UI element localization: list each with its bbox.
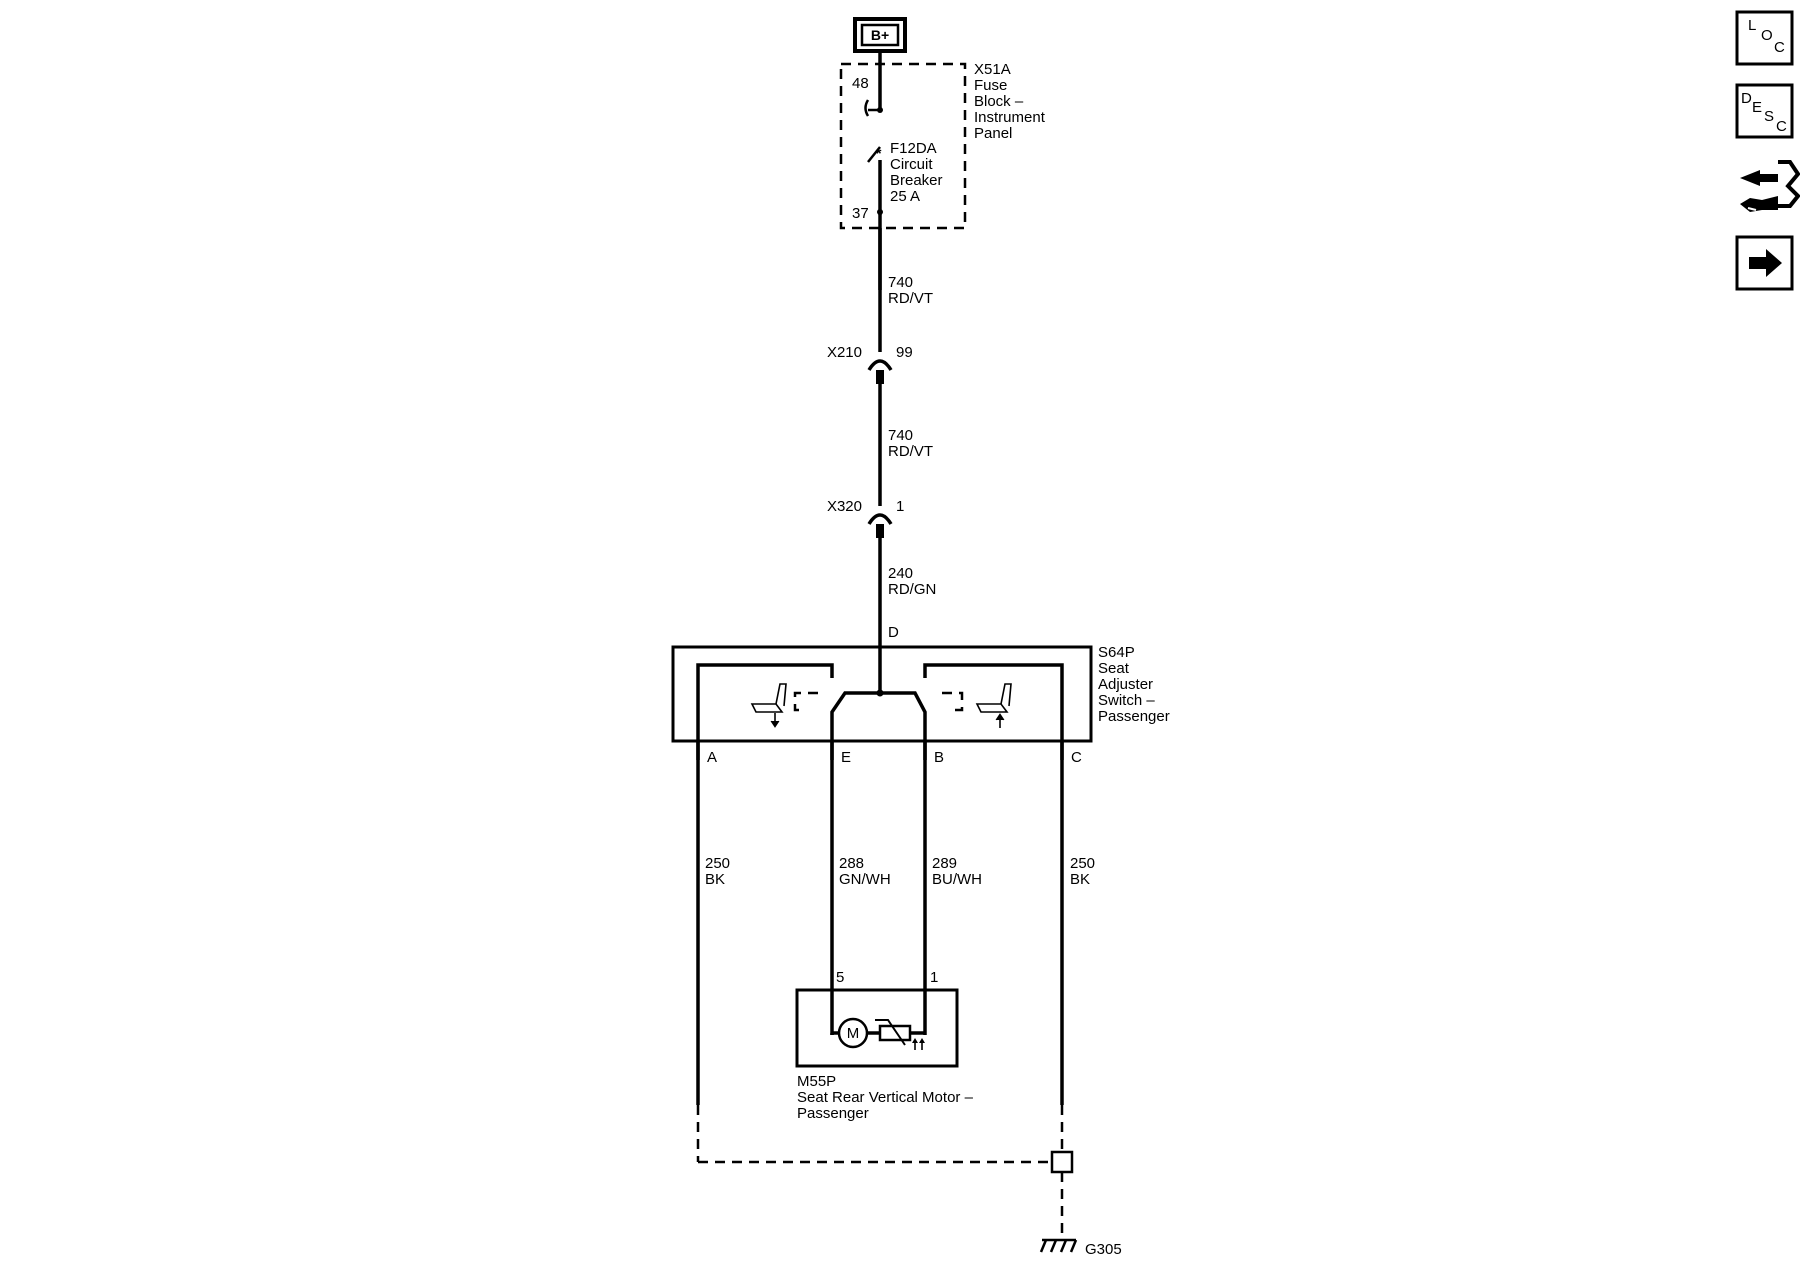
seat-up-icon xyxy=(975,683,1012,728)
wire-a-color: BK xyxy=(705,871,725,888)
fuse-block-outline xyxy=(839,62,967,230)
desc-icon: D E S C xyxy=(1741,90,1787,135)
motor-desc-1: Seat Rear Vertical Motor – xyxy=(797,1089,974,1106)
svg-text:D: D xyxy=(1741,90,1752,107)
fuse-block-desc-2: Block – xyxy=(974,93,1024,110)
wire-b-circuit: 289 xyxy=(932,855,957,872)
switch-pin-c: C xyxy=(1071,749,1082,766)
circuit-breaker-symbol: * xyxy=(864,51,883,290)
wire2-circuit: 740 xyxy=(888,427,913,444)
x320-pin: 1 xyxy=(896,498,904,515)
svg-text:*: * xyxy=(876,145,882,161)
fuse-block-name: X51A xyxy=(974,61,1011,78)
wire3-circuit: 240 xyxy=(888,565,913,582)
switch-pin-b: B xyxy=(934,749,944,766)
x320-name: X320 xyxy=(827,498,862,515)
connector-x320: X320 1 xyxy=(827,498,904,538)
power-source-b-plus: B+ xyxy=(853,17,907,53)
seat-down-icon xyxy=(750,683,787,728)
switch-pin-a: A xyxy=(707,749,717,766)
fuse-block-desc-1: Fuse xyxy=(974,77,1007,94)
svg-text:C: C xyxy=(1774,39,1785,56)
fuse-pin-out: 37 xyxy=(852,205,869,222)
power-source-label: B+ xyxy=(871,27,889,43)
seat-adjuster-switch: D S64P Seat Adjuster Switch – Passenger xyxy=(671,624,1170,766)
switch-desc-4: Passenger xyxy=(1098,708,1170,725)
wire2-color: RD/VT xyxy=(888,443,933,460)
ground-circuit: G305 xyxy=(696,1105,1122,1258)
fuse-pin-in: 48 xyxy=(852,75,869,92)
wire-b-color: BU/WH xyxy=(932,871,982,888)
motor-pin-left: 5 xyxy=(836,969,844,986)
breaker-desc-1: Circuit xyxy=(890,156,933,173)
motor-outline xyxy=(795,988,959,1068)
breaker-name: F12DA xyxy=(890,140,937,157)
switch-desc-3: Switch – xyxy=(1098,692,1155,709)
wire1-circuit: 740 xyxy=(888,274,913,291)
wire-a-circuit: 250 xyxy=(705,855,730,872)
wire-e-color: GN/WH xyxy=(839,871,891,888)
wire-c-circuit: 250 xyxy=(1070,855,1095,872)
next-button[interactable] xyxy=(1735,235,1794,291)
connector-view-icon xyxy=(1740,160,1800,212)
x210-pin: 99 xyxy=(896,344,913,361)
wire-c-color: BK xyxy=(1070,871,1090,888)
wire-e-circuit: 288 xyxy=(839,855,864,872)
motor-symbol-letter: M xyxy=(847,1025,860,1042)
wire1-color: RD/VT xyxy=(888,290,933,307)
x210-name: X210 xyxy=(827,344,862,361)
motor-desc-2: Passenger xyxy=(797,1105,869,1122)
motor-name: M55P xyxy=(797,1073,836,1090)
switch-pin-e: E xyxy=(841,749,851,766)
loc-button[interactable]: L O C xyxy=(1735,10,1794,66)
svg-text:L: L xyxy=(1748,17,1756,34)
connector-view-button[interactable] xyxy=(1740,160,1800,212)
switch-outline xyxy=(671,645,1093,743)
breaker-desc-2: Breaker xyxy=(890,172,943,189)
ground-icon xyxy=(1039,1238,1078,1253)
motor-pin-right: 1 xyxy=(930,969,938,986)
svg-text:S: S xyxy=(1764,108,1774,125)
wire3-color: RD/GN xyxy=(888,581,936,598)
breaker-desc-3: 25 A xyxy=(890,188,920,205)
svg-text:C: C xyxy=(1776,118,1787,135)
desc-button[interactable]: D E S C xyxy=(1735,83,1794,139)
ground-name: G305 xyxy=(1085,1241,1122,1258)
next-arrow-icon xyxy=(1749,249,1782,277)
fuse-block-desc-3: Instrument xyxy=(974,109,1046,126)
fuse-block-desc-4: Panel xyxy=(974,125,1012,142)
thermistor-icon xyxy=(875,1019,925,1050)
svg-text:O: O xyxy=(1761,27,1773,44)
switch-desc-1: Seat xyxy=(1098,660,1130,677)
svg-text:E: E xyxy=(1752,99,1762,116)
switch-name: S64P xyxy=(1098,644,1135,661)
seat-rear-vertical-motor: 5 1 M M55P Seat Rear Vertical Motor – Pa… xyxy=(795,969,974,1122)
connector-x210: X210 99 xyxy=(827,344,913,384)
splice-box xyxy=(1050,1150,1074,1174)
switch-desc-2: Adjuster xyxy=(1098,676,1153,693)
loc-icon: L O C xyxy=(1748,17,1785,56)
fuse-block: X51A Fuse Block – Instrument Panel 48 37… xyxy=(839,51,1046,290)
switch-pin-d: D xyxy=(888,624,899,641)
